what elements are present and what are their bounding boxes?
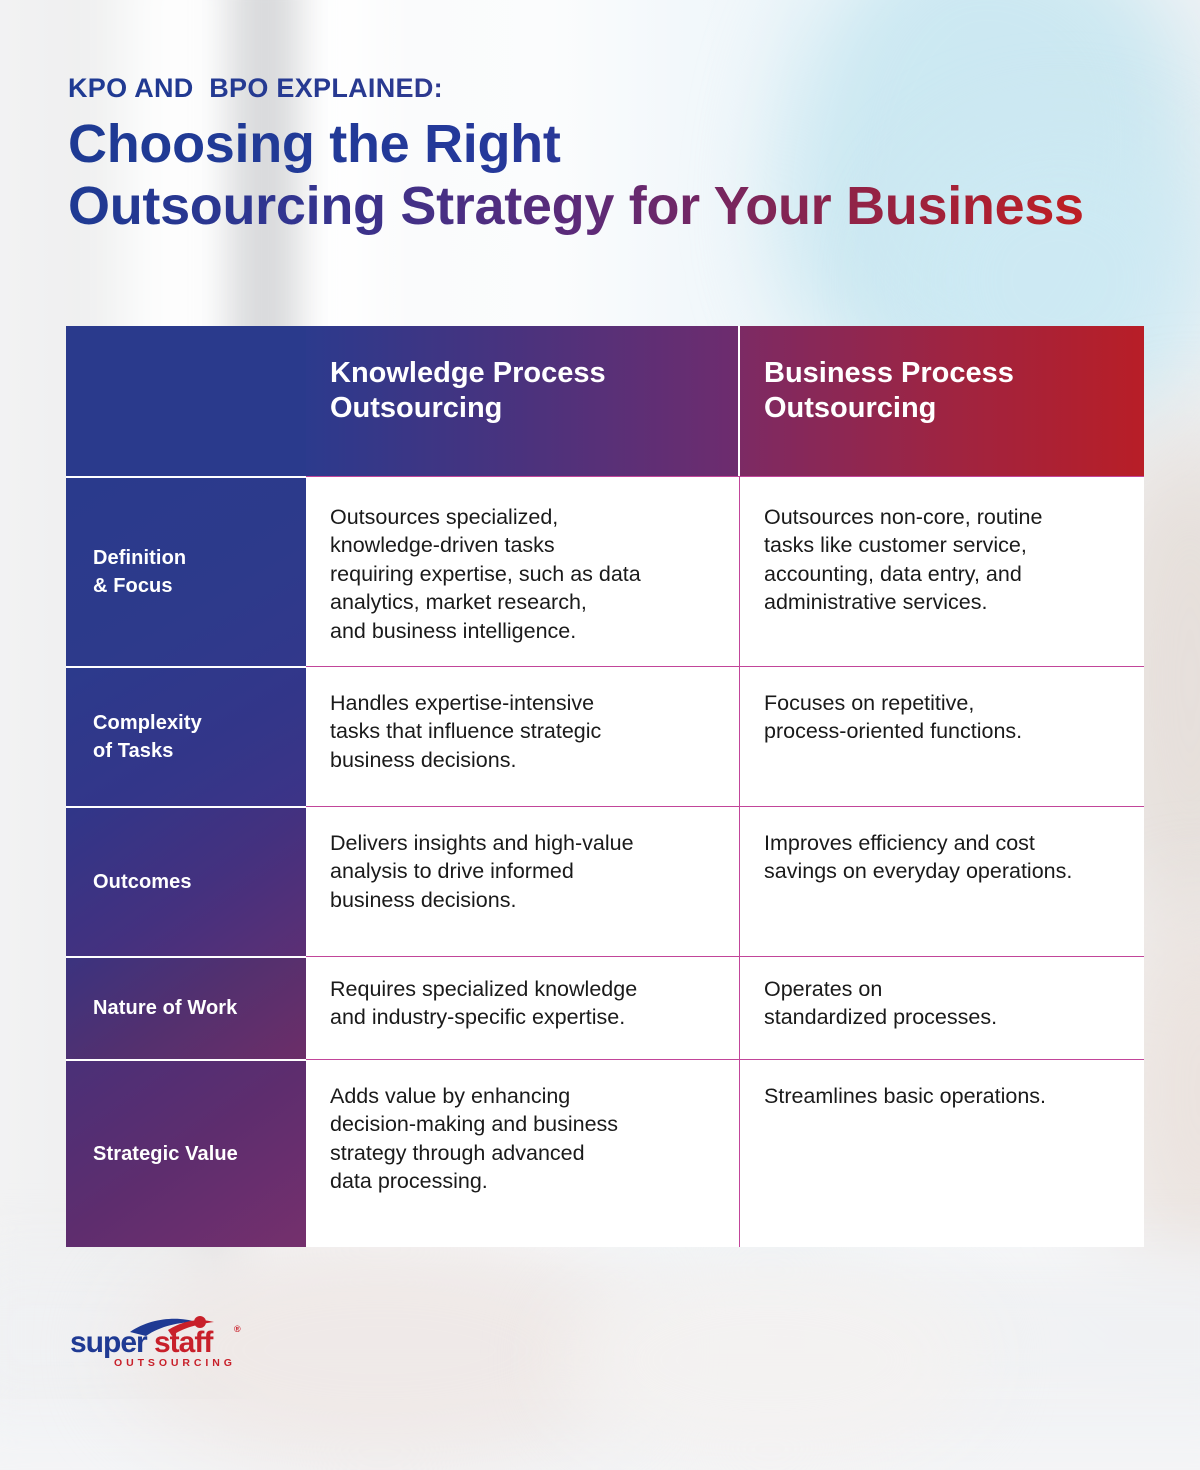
- comparison-table: Knowledge Process Outsourcing Business P…: [66, 326, 1144, 1247]
- superstaff-logo-icon: super staff ® O U T S O U R C I N G: [70, 1316, 241, 1369]
- logo-word-secondary: staff: [154, 1326, 214, 1359]
- cell-kpo-definition-focus: Outsources specialized, knowledge-driven…: [306, 476, 740, 666]
- cell-bpo-outcomes: Improves efficiency and cost savings on …: [740, 806, 1144, 956]
- logo-tagline: O U T S O U R C I N G: [114, 1357, 232, 1369]
- page-title-line-1: Choosing the Right: [68, 114, 1148, 176]
- cell-kpo-nature-of-work: Requires specialized knowledge and indus…: [306, 956, 740, 1059]
- table-corner-cell: [66, 326, 306, 476]
- cell-bpo-complexity-of-tasks: Focuses on repetitive, process-oriented …: [740, 666, 1144, 806]
- cell-bpo-strategic-value: Streamlines basic operations.: [740, 1059, 1144, 1247]
- cell-bpo-definition-focus: Outsources non-core, routine tasks like …: [740, 476, 1144, 666]
- registered-mark: ®: [234, 1324, 241, 1334]
- background-blur-shape: [560, 1250, 980, 1470]
- eyebrow-text: KPO AND BPO EXPLAINED:: [68, 72, 1148, 104]
- table-row: Definition & Focus Outsources specialize…: [66, 476, 1144, 666]
- cell-kpo-complexity-of-tasks: Handles expertise-intensive tasks that i…: [306, 666, 740, 806]
- logo-word-primary: super: [70, 1326, 148, 1359]
- column-header-kpo: Knowledge Process Outsourcing: [306, 326, 740, 476]
- cell-bpo-nature-of-work: Operates on standardized processes.: [740, 956, 1144, 1059]
- row-label-complexity-of-tasks: Complexity of Tasks: [66, 666, 306, 806]
- table-row: Strategic Value Adds value by enhancing …: [66, 1059, 1144, 1247]
- table-row: Outcomes Delivers insights and high-valu…: [66, 806, 1144, 956]
- page-title-line-2: Outsourcing Strategy for Your Business: [68, 176, 1148, 238]
- table-row: Nature of Work Requires specialized know…: [66, 956, 1144, 1059]
- swoosh-shape: [168, 1320, 214, 1336]
- cell-kpo-strategic-value: Adds value by enhancing decision-making …: [306, 1059, 740, 1247]
- swoosh-shape: [130, 1318, 196, 1336]
- table-header-row: Knowledge Process Outsourcing Business P…: [66, 326, 1144, 476]
- row-label-strategic-value: Strategic Value: [66, 1059, 306, 1247]
- logo-dot: [194, 1316, 206, 1328]
- row-label-outcomes: Outcomes: [66, 806, 306, 956]
- column-header-bpo: Business Process Outsourcing: [740, 326, 1144, 476]
- table-row: Complexity of Tasks Handles expertise-in…: [66, 666, 1144, 806]
- row-label-nature-of-work: Nature of Work: [66, 956, 306, 1059]
- page-title: Choosing the Right Outsourcing Strategy …: [68, 114, 1148, 237]
- row-label-definition-focus: Definition & Focus: [66, 476, 306, 666]
- superstaff-logo: super staff ® O U T S O U R C I N G: [68, 1316, 268, 1372]
- page-header: KPO AND BPO EXPLAINED: Choosing the Righ…: [68, 72, 1148, 237]
- cell-kpo-outcomes: Delivers insights and high-value analysi…: [306, 806, 740, 956]
